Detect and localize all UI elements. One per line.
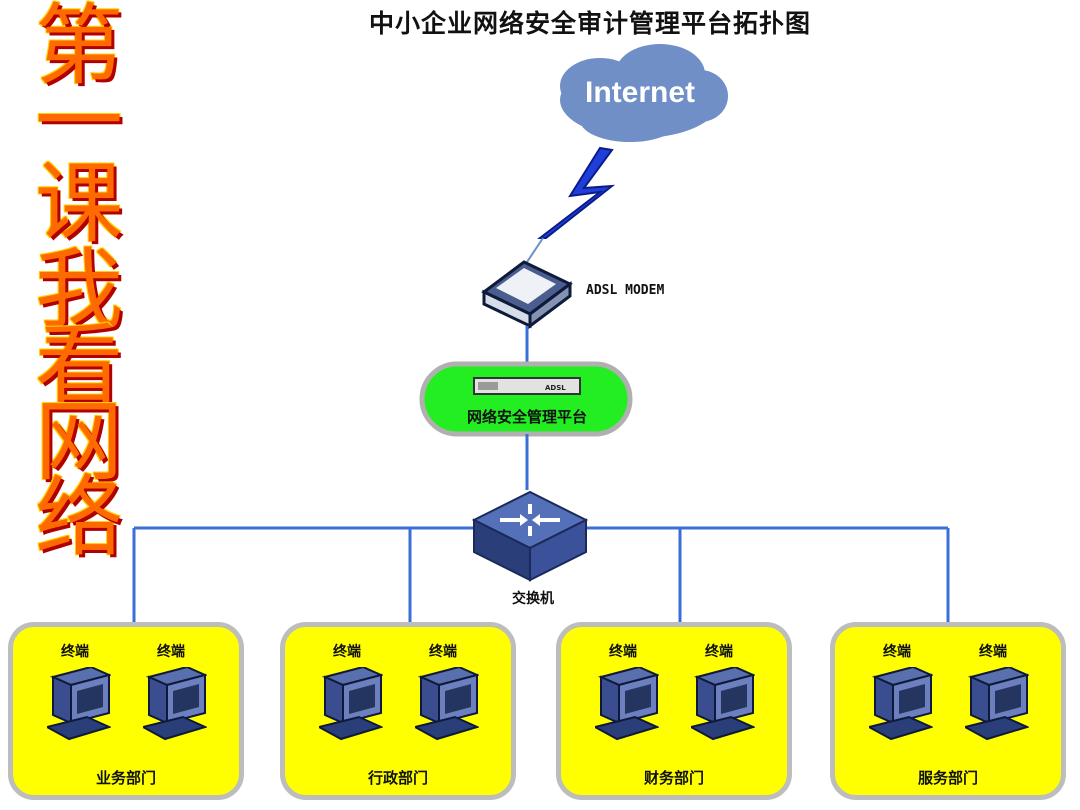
platform-label: 网络安全管理平台 [466, 408, 587, 426]
terminal-label: 终端 [883, 644, 911, 660]
department-label: 行政部门 [367, 769, 428, 787]
internet-label: Internet [584, 76, 695, 109]
terminal-label: 终端 [979, 644, 1007, 660]
server-icon: ADSL [473, 377, 581, 395]
department-box: 终端 终端 业务部门 [8, 622, 244, 800]
terminal-label: 终端 [609, 644, 637, 660]
computer-icon [319, 667, 383, 741]
side-title-char: 第 [34, 0, 123, 97]
computer-icon [691, 667, 755, 741]
department-label: 业务部门 [95, 769, 156, 787]
diagram-title: 中小企业网络安全审计管理平台拓扑图 [368, 9, 811, 38]
department-box: 终端 终端 服务部门 [830, 622, 1066, 800]
side-title-char: 一 [34, 70, 123, 173]
department-label: 财务部门 [643, 769, 704, 787]
terminal-label: 终端 [705, 644, 733, 660]
computer-icon [143, 667, 207, 741]
computer-icon [47, 667, 111, 741]
department-box: 终端 终端 行政部门 [280, 622, 516, 800]
svg-text:×: × [573, 193, 583, 207]
side-title-char: 网 [34, 390, 123, 493]
computer-icon [595, 667, 659, 741]
computer-icon [965, 667, 1029, 741]
side-title: 第 一 课 我 看 网 络 [0, 0, 160, 564]
terminal-label: 终端 [333, 644, 361, 660]
computer-icon [869, 667, 933, 741]
cloud-icon [560, 44, 728, 142]
lightning-icon: × [526, 146, 616, 263]
side-title-char: 课 [34, 152, 123, 255]
terminal-label: 终端 [429, 644, 457, 660]
modem-icon [481, 260, 573, 329]
server-tag: ADSL [545, 384, 566, 392]
terminal-label: 终端 [157, 644, 185, 660]
side-title-char: 络 [34, 466, 123, 569]
side-title-char: 看 [34, 314, 123, 417]
switch-label: 交换机 [512, 591, 554, 607]
side-title-char: 我 [34, 238, 123, 341]
department-box: 终端 终端 财务部门 [556, 622, 792, 800]
terminal-label: 终端 [61, 644, 89, 660]
switch-icon [471, 490, 589, 582]
department-label: 服务部门 [917, 769, 978, 787]
computer-icon [415, 667, 479, 741]
modem-label: ADSL MODEM [586, 283, 665, 298]
